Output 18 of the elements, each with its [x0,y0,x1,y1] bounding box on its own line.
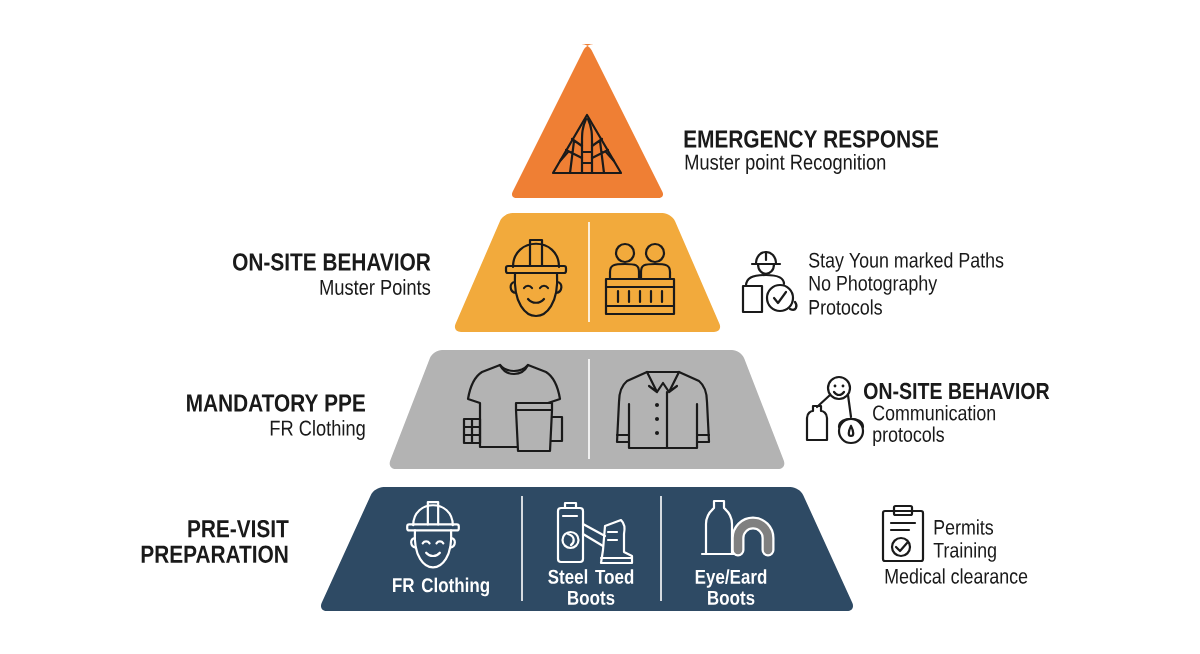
list-item: Protocols [809,299,882,315]
list-item: Permits [934,519,994,535]
list-item: Training [933,542,996,562]
tier-heading: MANDATORY PPE [187,394,365,412]
tier-subtitle: Muster point Recognition [685,154,886,174]
cell-label: Steel Toed Boots [548,569,634,605]
list-item: Medical clearance [885,568,1028,584]
side-heading: ON-SITE BEHAVIOR [864,382,1050,400]
tier-subtitle: Muster Points [320,279,431,295]
cell-label: Eye/Eard Boots [695,569,767,605]
tier-heading: ON-SITE BEHAVIOR [233,253,431,271]
list-item: Stay Youn marked Paths [809,252,1004,272]
list-item: No Photography [809,275,938,295]
tier-heading: EMERGENCY RESPONSE [684,130,939,148]
tier-subtitle: FR Clothing [270,420,365,440]
tier-heading: PRE-VISIT PREPARATION [141,520,289,563]
cell-label: FR Clothing [393,577,489,597]
side-text: Communication protocols [873,404,996,447]
